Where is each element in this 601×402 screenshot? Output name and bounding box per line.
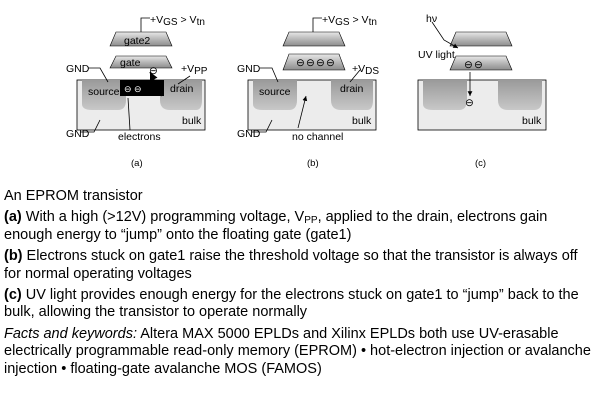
svg-text:⊖: ⊖ [316,57,325,69]
bulk-label-c: bulk [522,115,542,127]
electron-channel-a [120,80,164,96]
source-region-b [253,80,297,110]
svg-text:⊖: ⊖ [134,84,142,94]
hv-label: hν [426,13,437,25]
no-channel-arrow [297,95,308,129]
gate2-b [282,31,346,47]
electrons-label: electrons [118,131,161,143]
no-channel-label: no channel [292,131,343,143]
svg-text:⊖: ⊖ [306,57,315,69]
gate2-c [449,31,513,47]
gnd-top-b: GND [237,63,261,75]
title: An EPROM transistor [4,188,143,204]
svg-text:⊖: ⊖ [474,59,483,71]
gnd-top-a: GND [66,63,90,75]
panel-a: +VGS > Vtn gate2 gate ⊖ GND +VPP source … [66,14,208,169]
uv-light-label: UV light [418,49,455,61]
drain-label-a: drain [170,83,194,95]
bulk-label-b: bulk [352,115,372,127]
electron-symbol: ⊖ [149,65,158,77]
caption-c: (c) [475,158,486,169]
facts-keywords: Facts and keywords: Altera MAX 5000 EPLD… [4,325,591,377]
paragraph-c: (c) UV light provides enough energy for … [4,286,579,321]
paragraph-b: (b) Electrons stuck on gate1 raise the t… [4,247,578,282]
caption-b: (b) [307,158,319,169]
source-region-c [423,80,467,110]
eprom-diagram: +VGS > Vtn gate2 gate ⊖ GND +VPP source … [66,13,547,169]
drain-region-b [331,80,373,110]
hot-electron-arrow-a [149,71,163,97]
caption-a: (a) [131,158,143,169]
gate1-a [109,55,173,69]
paragraph-a: (a) With a high (>12V) programming volta… [4,209,548,243]
svg-text:+VDS: +VDS [352,63,379,77]
gate1-label: gate [120,57,141,69]
gnd-bottom-a: GND [66,128,90,140]
svg-text:⊖: ⊖ [464,59,473,71]
svg-text:⊖: ⊖ [465,97,474,109]
gate1-b [282,53,346,71]
svg-text:+VGS > Vtn: +VGS > Vtn [322,14,377,28]
gate2-a [109,31,173,47]
svg-text:⊖: ⊖ [296,57,305,69]
uv-light-arrow [431,21,459,49]
description-text: An EPROM transistor (a) With a high (>12… [4,188,596,382]
drain-region-a [160,80,202,110]
gate2-label: gate2 [124,35,150,47]
gate1-c [449,55,513,71]
drain-label-b: drain [340,83,364,95]
source-label-b: source [259,86,291,98]
bulk-label-a: bulk [182,115,202,127]
panel-c: hν UV light ⊖ ⊖ ⊖ bulk (c) [417,13,547,169]
source-region-a [82,80,126,110]
drain-region-c [498,80,542,110]
panel-b: +VGS > Vtn ⊖ ⊖ ⊖ ⊖ GND +VDS source drain… [237,14,379,169]
gnd-bottom-b: GND [237,128,261,140]
svg-text:+VGS > Vtn: +VGS > Vtn [150,14,205,28]
svg-text:⊖: ⊖ [124,84,132,94]
source-label-a: source [88,86,120,98]
svg-text:⊖: ⊖ [326,57,335,69]
svg-text:+VPP: +VPP [181,63,208,77]
